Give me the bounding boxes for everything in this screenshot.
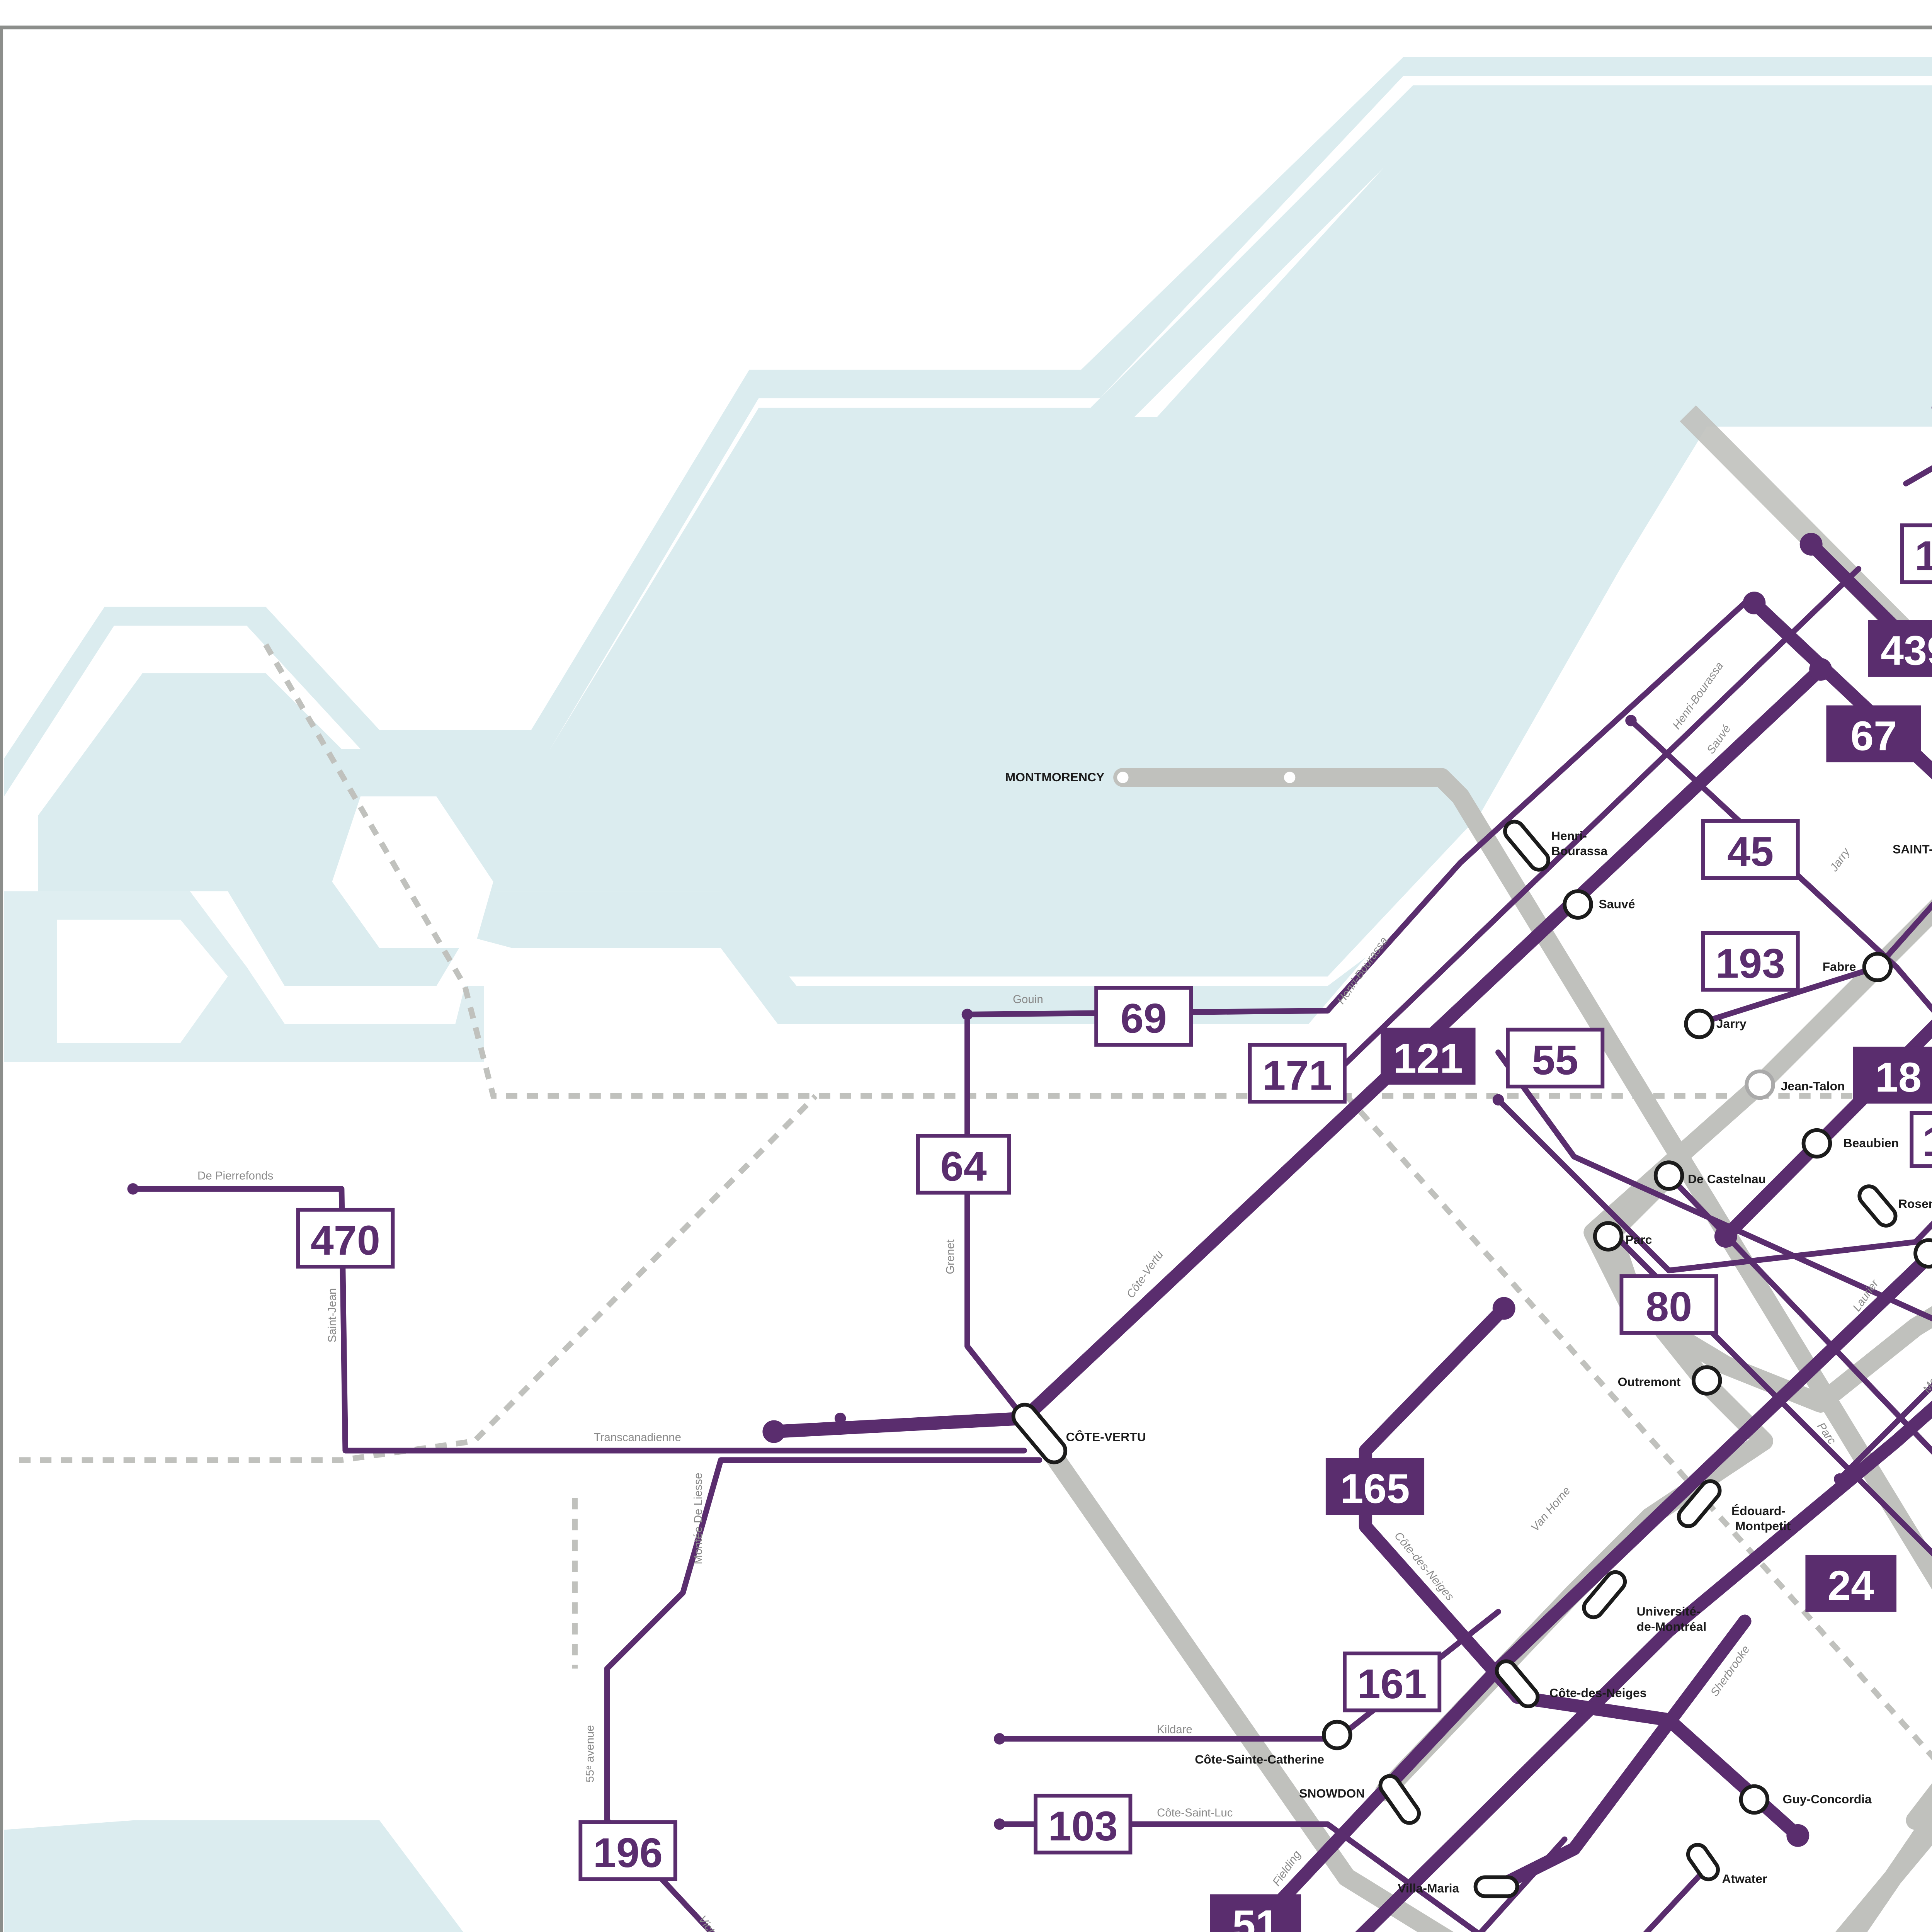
badge-196[interactable]: 196 (578, 1820, 677, 1881)
route-165 (1359, 1301, 1804, 1842)
badge-136[interactable]: 136 (1900, 523, 1932, 584)
badge-24[interactable]: 24 (1805, 1554, 1896, 1612)
badge-161[interactable]: 161 (1343, 1651, 1442, 1713)
svg-text:Transcanadienne: Transcanadienne (594, 1431, 681, 1444)
svg-text:Kildare: Kildare (1157, 1723, 1192, 1736)
badge-171[interactable]: 171 (1248, 1043, 1347, 1104)
station-label-jarry: Jarry (1716, 1017, 1747, 1031)
badge-18[interactable]: 18 (1853, 1046, 1932, 1104)
svg-text:55ᵉ avenue: 55ᵉ avenue (584, 1725, 597, 1782)
station-label-rosemont: Rosemont (1898, 1197, 1932, 1211)
svg-text:193: 193 (1716, 940, 1785, 986)
badge-193[interactable]: 193 (1701, 931, 1800, 992)
route-51 (1242, 1245, 1932, 1932)
svg-text:439: 439 (1881, 627, 1932, 674)
route-24 (1355, 1400, 1932, 1932)
svg-text:Montée De Liesse: Montée De Liesse (692, 1473, 704, 1564)
svg-text:80: 80 (1646, 1283, 1692, 1330)
station-label-cote-des-neiges: Côte-des-Neiges (1549, 1686, 1647, 1700)
station-label-parc: Parc (1625, 1233, 1652, 1247)
svg-text:165: 165 (1340, 1465, 1410, 1512)
badge-439[interactable]: 439 (1868, 620, 1932, 677)
station-label-fabre: Fabre (1823, 960, 1856, 974)
route-193 (1694, 901, 1932, 1027)
svg-text:24: 24 (1828, 1562, 1874, 1609)
svg-text:51: 51 (1232, 1901, 1279, 1932)
station-label-cote-vertu: CÔTE-VERTU (1066, 1430, 1146, 1444)
badge-64[interactable]: 64 (916, 1134, 1011, 1195)
route-67 (1747, 596, 1932, 779)
badge-55[interactable]: 55 (1506, 1027, 1605, 1088)
svg-text:196: 196 (593, 1829, 663, 1876)
route-64 (964, 1012, 1027, 1422)
station-label-atwater: Atwater (1722, 1872, 1767, 1886)
station-label-jean-talon: Jean-Talon (1781, 1079, 1845, 1093)
station-label-saint-michel: SAINT-MICHEL (1893, 842, 1932, 856)
station-label-universite-de-montreal: Université- (1637, 1604, 1701, 1618)
terminus-dots (127, 532, 1845, 1847)
station-label-universite-de-montreal-2: de-Montréal (1637, 1619, 1707, 1633)
badge-51[interactable]: 51 (1210, 1894, 1301, 1932)
station-label-henri-bourassa-2: Bourassa (1551, 844, 1608, 858)
badge-80[interactable]: 80 (1619, 1274, 1718, 1335)
land-patches (57, 796, 493, 1043)
station-label-guy-concordia: Guy-Concordia (1783, 1792, 1872, 1806)
badge-69[interactable]: 69 (1094, 986, 1193, 1047)
svg-text:136: 136 (1915, 532, 1932, 579)
station-label-villa-maria: Villa-Maria (1398, 1881, 1459, 1895)
svg-text:103: 103 (1048, 1803, 1118, 1849)
route-45 (1628, 718, 1932, 1013)
station-label-sauve: Sauvé (1599, 897, 1635, 911)
badge-67[interactable]: 67 (1826, 705, 1921, 762)
route-197 (1495, 1097, 1932, 1274)
station-label-edouard-montpetit: Édouard- (1731, 1504, 1786, 1518)
svg-text:De Pierrefonds: De Pierrefonds (197, 1169, 273, 1182)
station-label-snowdon: SNOWDON (1299, 1786, 1365, 1800)
badge-121[interactable]: 121 (1381, 1027, 1476, 1085)
station-label-cote-sainte-catherine: Côte-Sainte-Catherine (1195, 1752, 1324, 1766)
svg-text:197: 197 (1922, 1118, 1932, 1165)
srb-line-pie-ix (1680, 405, 1932, 675)
route-103 (997, 1821, 1568, 1932)
route-161-thick (1492, 1614, 1752, 1893)
station-labels: MONTMORENCY Henri- Bourassa Sauvé Jarry … (1005, 770, 1932, 1895)
svg-text:64: 64 (940, 1143, 987, 1189)
stations (1011, 768, 1932, 1898)
svg-text:55: 55 (1532, 1037, 1578, 1083)
station-label-edouard-montpetit-2: Montpetit (1735, 1519, 1791, 1533)
station-label-montmorency: MONTMORENCY (1005, 770, 1105, 784)
svg-text:45: 45 (1727, 828, 1774, 875)
route-badges: 48 49 187 136 44 45 33 193 32 69 171 55 … (296, 523, 1932, 1932)
svg-text:470: 470 (311, 1217, 380, 1264)
badge-470[interactable]: 470 (296, 1208, 395, 1269)
svg-text:Grenet: Grenet (944, 1240, 957, 1274)
station-label-de-castelnau: De Castelnau (1688, 1172, 1766, 1186)
svg-text:Côte-Saint-Luc: Côte-Saint-Luc (1157, 1806, 1233, 1819)
badge-45[interactable]: 45 (1701, 819, 1800, 880)
svg-text:18: 18 (1875, 1054, 1922, 1100)
svg-text:Saint-Jean: Saint-Jean (326, 1288, 338, 1343)
svg-text:Gouin: Gouin (1013, 993, 1043, 1006)
svg-text:121: 121 (1393, 1035, 1463, 1082)
badge-165[interactable]: 165 (1325, 1458, 1425, 1515)
badge-103[interactable]: 103 (1034, 1794, 1133, 1855)
station-label-henri-bourassa: Henri- (1551, 829, 1587, 843)
route-de-castelnau (1666, 1173, 1932, 1455)
svg-text:67: 67 (1850, 713, 1897, 759)
station-label-beaubien: Beaubien (1844, 1136, 1899, 1150)
svg-text:69: 69 (1121, 995, 1167, 1042)
route-171 (1325, 566, 1862, 1084)
station-label-outremont: Outremont (1618, 1375, 1681, 1389)
svg-text:161: 161 (1357, 1660, 1427, 1707)
route-97 (1837, 1383, 1932, 1482)
route-470 (130, 1186, 1027, 1454)
svg-text:171: 171 (1262, 1052, 1332, 1099)
badge-197[interactable]: 197 (1910, 1111, 1932, 1168)
